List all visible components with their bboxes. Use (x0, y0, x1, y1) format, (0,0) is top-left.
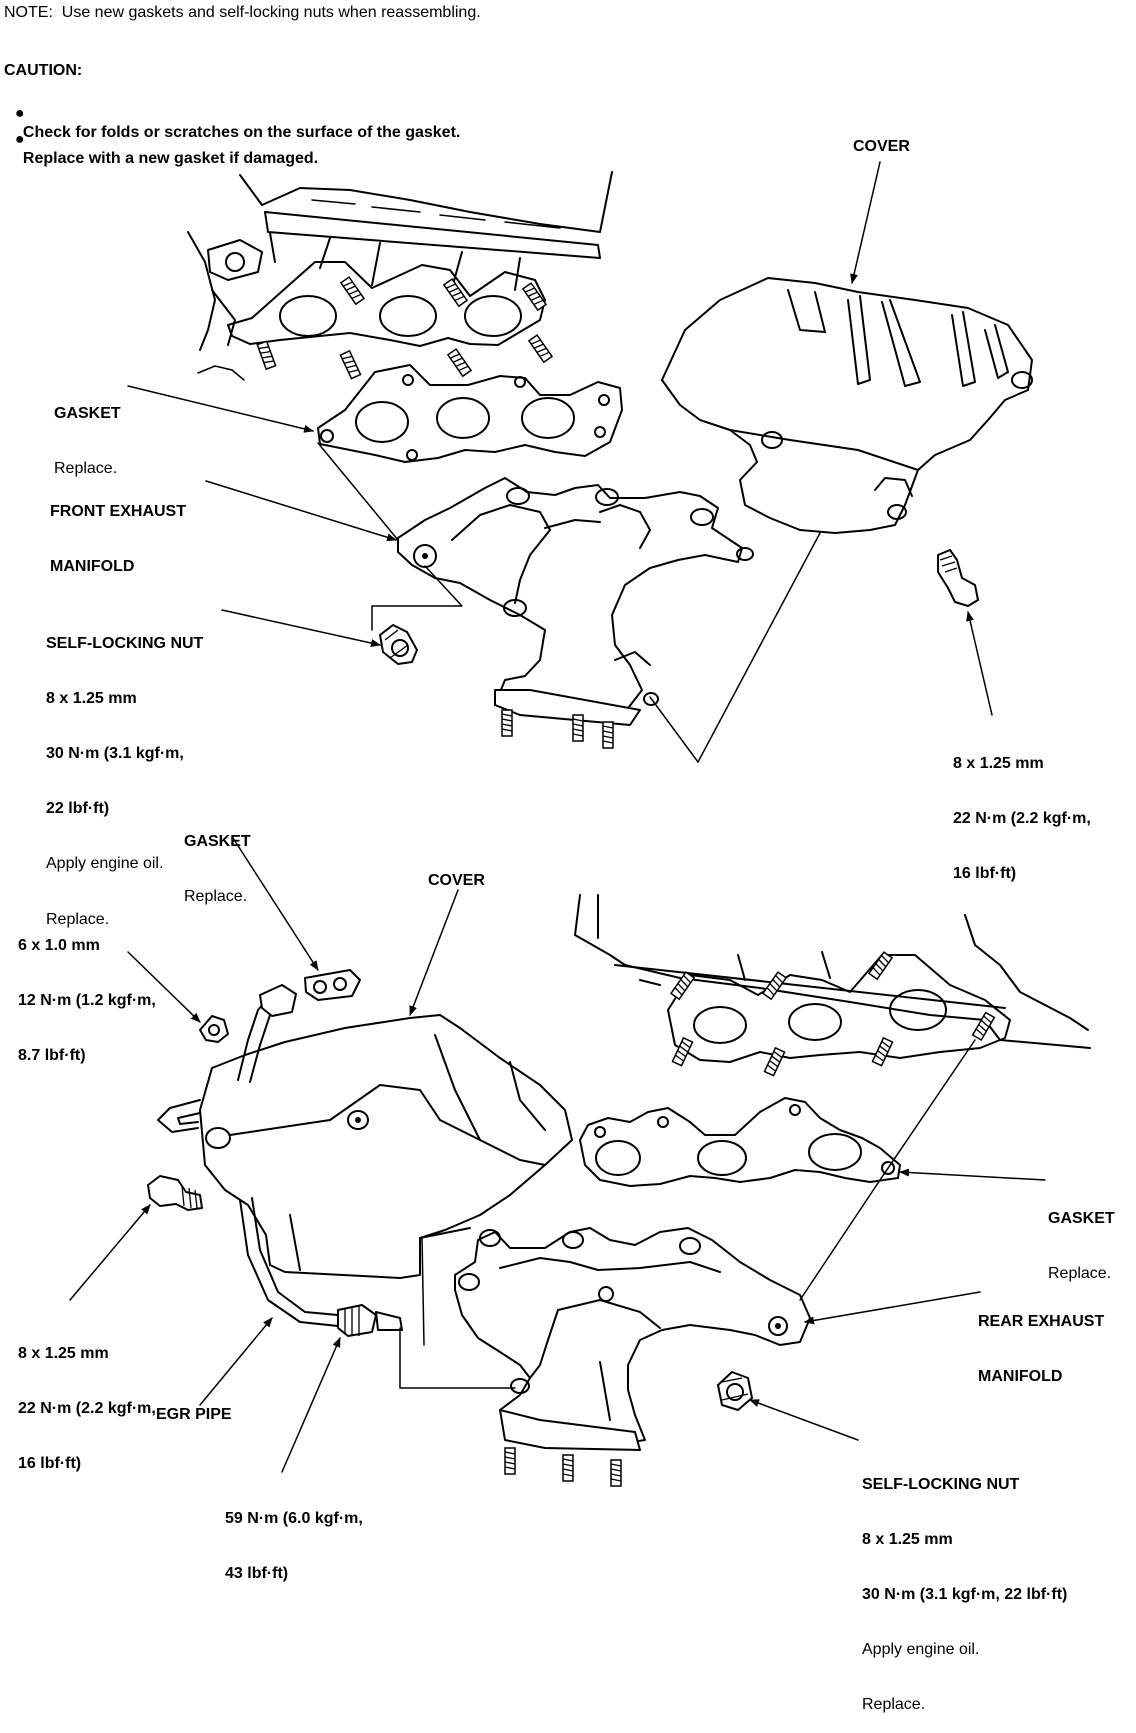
front-nut-name: SELF-LOCKING NUT (46, 634, 204, 652)
rear-6mm-torque-lbf: 8.7 lbf·ft) (18, 1047, 86, 1065)
front-leader-lines (127, 161, 993, 716)
front-manifold-label: FRONT EXHAUST MANIFOLD (50, 466, 186, 595)
front-gasket-label: GASKET Replace. (54, 368, 121, 497)
rear-bolt-torque-lbf: 16 lbf·ft) (18, 1455, 82, 1473)
rear-6mm-size: 6 x 1.0 mm (18, 936, 100, 954)
rear-nut-size: 8 x 1.25 mm (862, 1530, 953, 1548)
front-manifold-line2: MANIFOLD (50, 557, 135, 575)
rear-cylinder-head (574, 894, 1091, 1063)
rear-manifold-line2: MANIFOLD (978, 1367, 1063, 1385)
front-cylinder-head (187, 171, 613, 381)
egr-nut-torque: 59 N·m (6.0 kgf·m, (225, 1509, 363, 1527)
rear-6mm-nut-spec: 6 x 1.0 mm 12 N·m (1.2 kgf·m, 8.7 lbf·ft… (18, 900, 156, 1084)
rear-self-locking-nut-spec: SELF-LOCKING NUT 8 x 1.25 mm 30 N·m (3.1… (862, 1439, 1067, 1733)
rear-gasket (579, 1097, 901, 1187)
rear-gasket-label: GASKET Replace. (1048, 1173, 1115, 1302)
rear-manifold-label: REAR EXHAUST MANIFOLD (978, 1276, 1104, 1405)
rear-egr-gasket-name: GASKET (184, 832, 251, 850)
rear-nut-oil: Apply engine oil. (862, 1641, 980, 1659)
caution-item: ● Replace with a new gasket if damaged. (6, 113, 318, 168)
front-gasket-name: GASKET (54, 404, 121, 422)
egr-pipe-nut-spec: 59 N·m (6.0 kgf·m, 43 lbf·ft) (225, 1473, 363, 1602)
front-cover-label: COVER (853, 138, 910, 155)
rear-nut-name: SELF-LOCKING NUT (862, 1475, 1020, 1493)
front-self-locking-nut-spec: SELF-LOCKING NUT 8 x 1.25 mm 30 N·m (3.1… (46, 598, 203, 947)
rear-gasket-note: Replace. (1048, 1264, 1112, 1282)
front-studs (256, 276, 553, 380)
rear-6mm-torque: 12 N·m (1.2 kgf·m, (18, 991, 156, 1009)
caution-item-text: Replace with a new gasket if damaged. (22, 149, 319, 167)
rear-cover (199, 1014, 573, 1279)
front-cover (661, 277, 1033, 534)
rear-egr-gasket-note: Replace. (184, 887, 248, 905)
front-bolt-and-nut (379, 549, 979, 665)
rear-cover-label: COVER (428, 872, 485, 889)
bullet-icon: ● (14, 105, 25, 123)
front-manifold-line1: FRONT EXHAUST (50, 502, 186, 520)
front-bolt-torque-lbf: 16 lbf·ft) (953, 865, 1017, 883)
front-manifold (397, 477, 754, 749)
front-gasket-note: Replace. (54, 459, 118, 477)
rear-cover-bolt-spec: 8 x 1.25 mm 22 N·m (2.2 kgf·m, 16 lbf·ft… (18, 1308, 156, 1492)
rear-leader-lines (69, 837, 1046, 1473)
rear-gasket-name: GASKET (1048, 1209, 1115, 1227)
rear-manifold-line1: REAR EXHAUST (978, 1312, 1105, 1330)
front-nut-torque-lbf: 22 lbf·ft) (46, 800, 110, 818)
reassembly-note: NOTE: Use new gaskets and self-locking n… (4, 4, 481, 21)
rear-bolt-torque: 22 N·m (2.2 kgf·m, (18, 1399, 156, 1417)
front-nut-replace: Replace. (46, 910, 110, 928)
caution-title: CAUTION: (4, 62, 83, 79)
egr-pipe (157, 984, 403, 1337)
rear-bolt-size: 8 x 1.25 mm (18, 1344, 109, 1362)
front-cover-bolt-spec: 8 x 1.25 mm 22 N·m (2.2 kgf·m, 16 lbf·ft… (953, 718, 1091, 902)
front-nut-torque: 30 N·m (3.1 kgf·m, (46, 745, 184, 763)
bullet-icon: ● (14, 131, 25, 149)
exhaust-manifold-diagram (69, 161, 1091, 1487)
rear-guide-lines (399, 1039, 976, 1389)
rear-manifold (454, 1227, 811, 1487)
caution-item: ● Check for folds or scratches on the su… (6, 87, 460, 142)
rear-egr-gasket-label: GASKET Replace. (184, 796, 251, 925)
front-nut-size: 8 x 1.25 mm (46, 689, 137, 707)
caution-item-text: Check for folds or scratches on the surf… (22, 123, 461, 141)
front-nut-oil: Apply engine oil. (46, 855, 164, 873)
egr-nut-torque-lbf: 43 lbf·ft) (225, 1564, 289, 1582)
egr-pipe-label: EGR PIPE (156, 1406, 232, 1423)
rear-nut-replace: Replace. (862, 1696, 926, 1714)
front-gasket (317, 364, 623, 463)
front-bolt-torque: 22 N·m (2.2 kgf·m, (953, 809, 1091, 827)
rear-small-parts (147, 969, 753, 1411)
rear-nut-torque: 30 N·m (3.1 kgf·m, 22 lbf·ft) (862, 1586, 1068, 1604)
front-guide-lines (317, 442, 821, 763)
front-bolt-size: 8 x 1.25 mm (953, 754, 1044, 772)
